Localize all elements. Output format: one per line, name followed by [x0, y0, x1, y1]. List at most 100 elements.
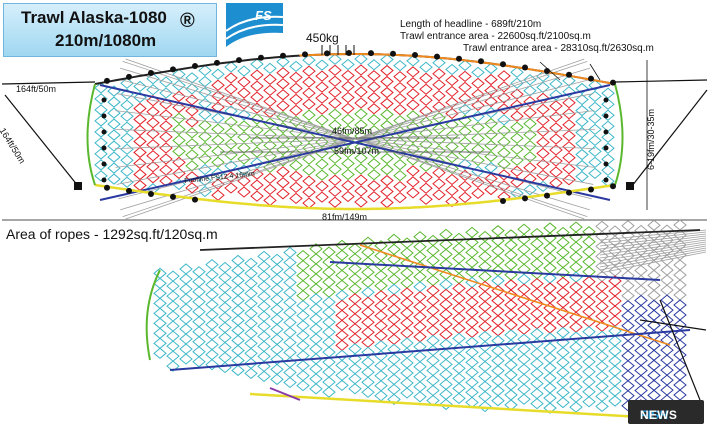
left-wing-rope	[86, 83, 96, 186]
mesh-cell	[517, 373, 531, 385]
mesh-cell	[426, 374, 440, 387]
mesh-cell	[218, 341, 232, 354]
mesh-cell	[94, 104, 108, 116]
mesh-cell	[263, 183, 277, 196]
mesh-cell	[471, 88, 485, 101]
mesh-cell	[185, 83, 199, 95]
mesh-cell	[497, 125, 511, 137]
mesh-cell	[276, 56, 290, 68]
mesh-cell	[556, 316, 570, 329]
mesh-cell	[582, 256, 596, 268]
mesh-cell	[556, 356, 570, 369]
mesh-cell	[270, 303, 284, 316]
mesh-cell	[237, 87, 251, 99]
mesh-cell	[621, 290, 635, 302]
mesh-cell	[536, 136, 550, 149]
mesh-cell	[445, 140, 459, 153]
mesh-cell	[634, 354, 648, 367]
mesh-cell	[172, 112, 186, 125]
mesh-cell	[361, 286, 375, 298]
blue-rope	[169, 329, 691, 371]
entrance-area-label-2: Trawl entrance area - 28310sq.ft/2630sq.…	[463, 43, 654, 54]
mesh-cell	[393, 191, 407, 204]
mesh-cell	[166, 360, 180, 372]
mesh-cell	[549, 78, 563, 90]
mesh-cell	[660, 384, 674, 396]
mesh-cell	[231, 294, 245, 307]
mesh-cell	[634, 264, 648, 277]
mesh-cell	[530, 287, 544, 300]
mesh-cell	[192, 326, 206, 338]
mesh-cell	[341, 69, 355, 82]
mesh-cell	[465, 296, 479, 309]
grey-mesh-line	[599, 241, 707, 259]
mesh-cell	[380, 97, 394, 110]
mesh-cell	[172, 101, 186, 114]
mesh-cell	[231, 274, 245, 287]
mesh-cell	[205, 358, 219, 371]
mesh-cell	[400, 287, 414, 299]
float-dot	[101, 161, 107, 167]
mesh-cell	[562, 75, 576, 87]
mesh-cell	[244, 277, 258, 290]
float-dot	[603, 97, 609, 103]
mesh-cell	[556, 296, 570, 309]
mesh-cell	[198, 130, 212, 143]
mesh-cell	[588, 101, 602, 114]
mesh-cell	[94, 93, 108, 105]
footrope-dot	[170, 193, 176, 200]
mesh-cell	[283, 296, 297, 309]
float-dot	[478, 58, 484, 65]
mesh-cell	[413, 331, 427, 343]
mesh-cell	[478, 230, 492, 243]
mesh-cell	[484, 139, 498, 152]
mesh-cell	[660, 264, 674, 276]
left-rope-label: 164ft/50m	[16, 84, 57, 94]
left-wing-rope	[145, 269, 161, 361]
mesh-cell	[452, 292, 466, 305]
mesh-cell	[387, 383, 401, 395]
mesh-cell	[413, 321, 427, 333]
mesh-cell	[348, 243, 362, 255]
mesh-cell	[556, 256, 570, 269]
mesh-cell	[556, 386, 570, 399]
mesh-cell	[361, 386, 375, 398]
mesh-cell	[465, 256, 479, 269]
mesh-cell	[504, 259, 518, 271]
mesh-cell	[283, 336, 297, 349]
mesh-cell	[218, 261, 232, 274]
mesh-cell	[380, 174, 394, 187]
mesh-cell	[400, 367, 414, 379]
blue-rope	[99, 84, 611, 201]
mesh-cell	[621, 280, 635, 292]
mesh-cell	[322, 366, 336, 378]
mesh-cell	[582, 286, 596, 298]
mesh-cell	[439, 378, 453, 391]
mesh-cell	[120, 143, 134, 155]
mesh-cell	[478, 370, 492, 383]
mesh-cell	[276, 67, 290, 79]
mesh-cell	[393, 70, 407, 83]
headline-length-label: Length of headline - 689ft/210m	[400, 19, 542, 30]
mesh-cell	[361, 376, 375, 388]
mesh-cell	[185, 171, 199, 183]
float-dot	[522, 64, 528, 71]
mesh-cell	[296, 299, 310, 312]
mesh-cell	[569, 331, 583, 343]
mesh-cell	[608, 305, 622, 317]
mesh-cell	[237, 142, 251, 154]
mesh-cell	[478, 240, 492, 253]
mesh-cell	[484, 150, 498, 163]
mesh-cell	[185, 116, 199, 128]
mesh-cell	[146, 117, 160, 129]
float-dot	[258, 54, 264, 61]
mesh-cell	[608, 355, 622, 367]
mesh-cell	[289, 170, 303, 183]
mesh-cell	[439, 318, 453, 331]
mesh-cell	[465, 316, 479, 329]
mesh-cell	[348, 313, 362, 325]
mesh-cell	[452, 332, 466, 345]
mesh-cell	[660, 284, 674, 296]
float-dot	[390, 50, 396, 57]
mesh-cell	[439, 328, 453, 341]
